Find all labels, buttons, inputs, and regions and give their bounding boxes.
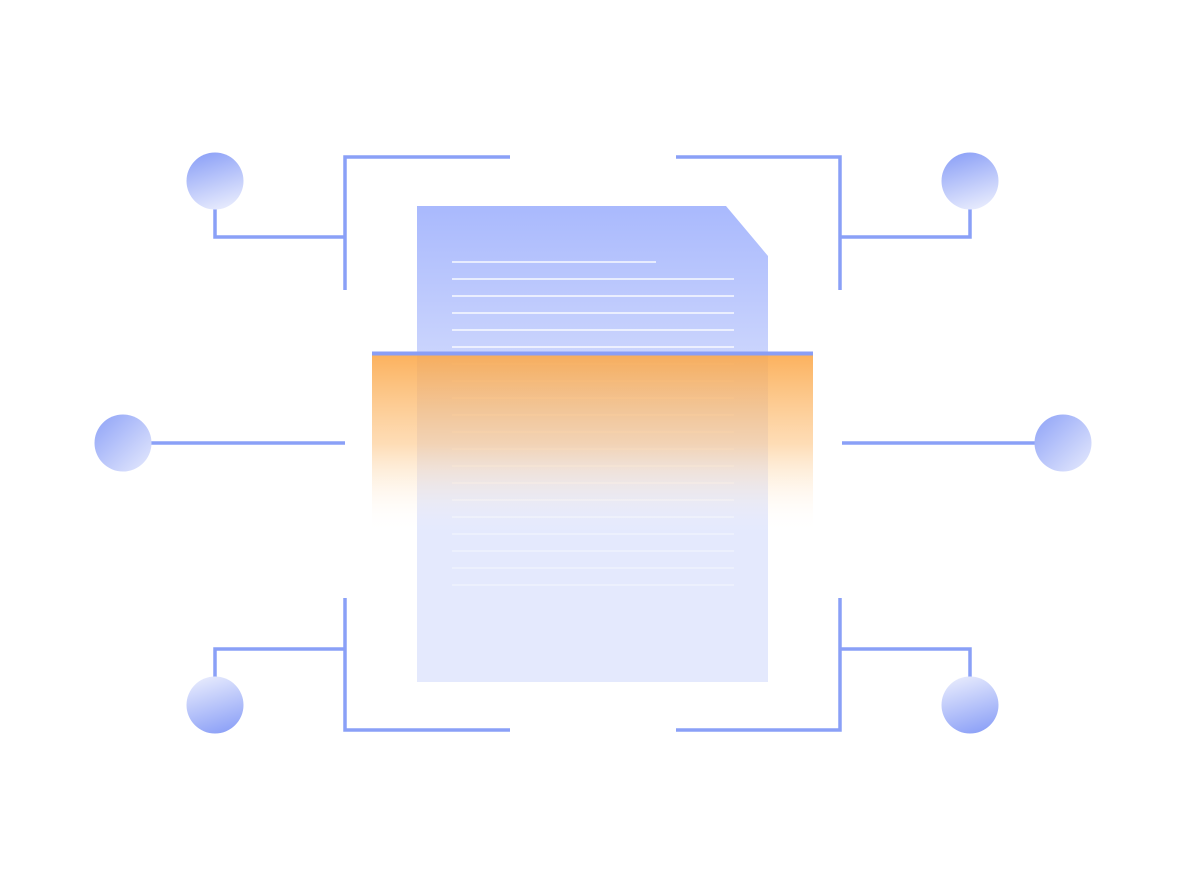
bracket-top-left (343, 155, 510, 290)
circuit-node-icon (186, 152, 244, 210)
scan-glow (372, 355, 813, 533)
circuit-top-left (213, 205, 345, 239)
circuit-top-right (840, 205, 972, 239)
circuit-nodes (94, 152, 1092, 734)
circuit-lines (145, 155, 1040, 732)
scan-beam-icon (372, 351, 813, 533)
circuit-bottom-right (840, 647, 972, 680)
bracket-bottom-left (343, 598, 510, 732)
bracket-bottom-right (676, 598, 842, 732)
circuit-node-icon (94, 414, 152, 472)
bracket-top-right (676, 155, 842, 290)
circuit-node-icon (941, 152, 999, 210)
circuit-bottom-left (213, 647, 345, 680)
circuit-node-icon (941, 676, 999, 734)
circuit-node-icon (1034, 414, 1092, 472)
circuit-node-icon (186, 676, 244, 734)
scan-line (372, 351, 813, 356)
